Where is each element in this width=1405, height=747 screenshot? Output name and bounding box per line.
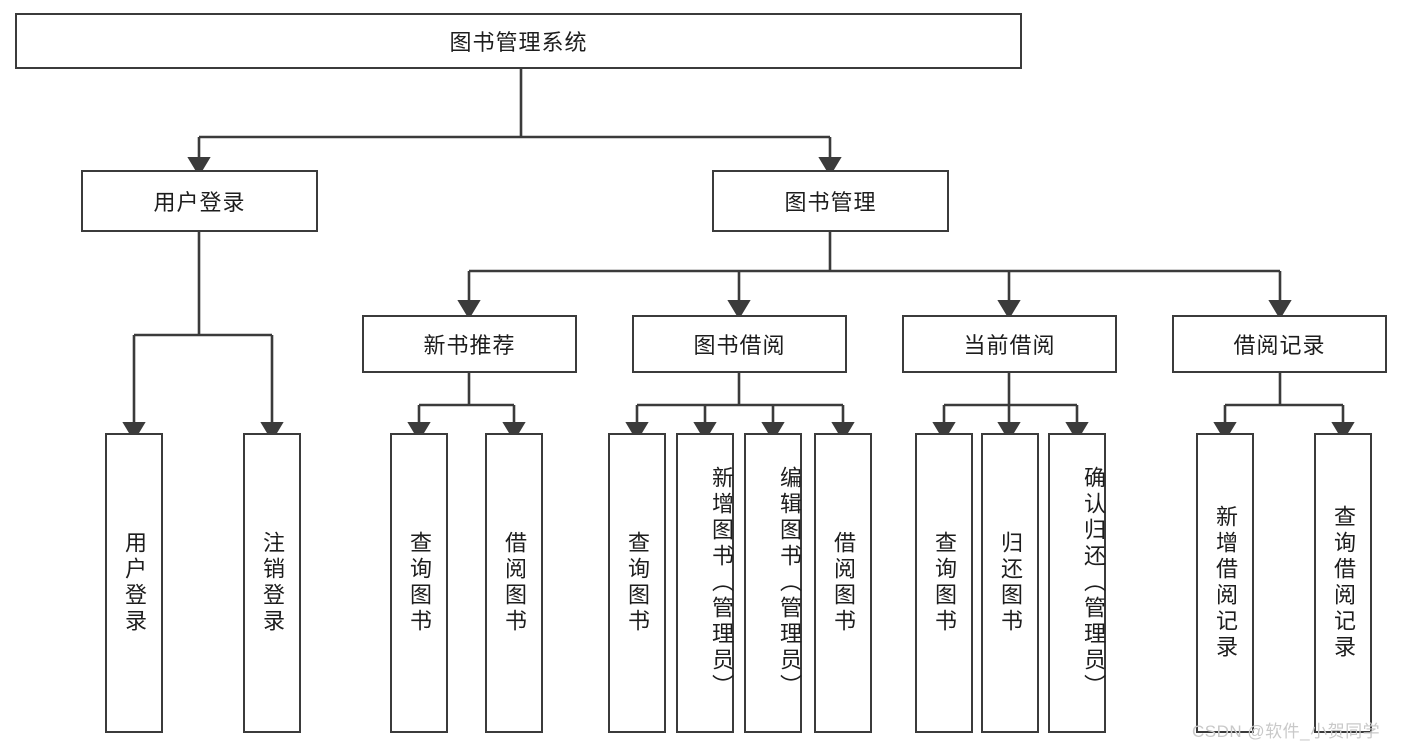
node-leaf-user-login[interactable]: 用户登录	[105, 433, 163, 733]
node-new-book-recommend[interactable]: 新书推荐	[362, 315, 577, 373]
node-book-manage[interactable]: 图书管理	[712, 170, 949, 232]
node-leaf-add-book[interactable]: 新增图书（管理员）	[676, 433, 734, 733]
node-leaf-confirm-return[interactable]: 确认归还（管理员）	[1048, 433, 1106, 733]
node-borrow-record[interactable]: 借阅记录	[1172, 315, 1387, 373]
node-leaf-query-book-1[interactable]: 查询图书	[390, 433, 448, 733]
watermark-label: CSDN @软件_小贺同学	[1192, 722, 1381, 741]
node-current-borrow[interactable]: 当前借阅	[902, 315, 1117, 373]
node-leaf-borrow-book-1[interactable]: 借阅图书	[485, 433, 543, 733]
node-root[interactable]: 图书管理系统	[15, 13, 1022, 69]
node-leaf-query-record[interactable]: 查询借阅记录	[1314, 433, 1372, 733]
node-book-borrow[interactable]: 图书借阅	[632, 315, 847, 373]
node-leaf-edit-book[interactable]: 编辑图书（管理员）	[744, 433, 802, 733]
node-leaf-query-book-2[interactable]: 查询图书	[608, 433, 666, 733]
node-leaf-return-book[interactable]: 归还图书	[981, 433, 1039, 733]
node-leaf-query-book-3[interactable]: 查询图书	[915, 433, 973, 733]
node-user-login[interactable]: 用户登录	[81, 170, 318, 232]
node-leaf-user-logout[interactable]: 注销登录	[243, 433, 301, 733]
node-leaf-borrow-book-2[interactable]: 借阅图书	[814, 433, 872, 733]
node-leaf-add-record[interactable]: 新增借阅记录	[1196, 433, 1254, 733]
